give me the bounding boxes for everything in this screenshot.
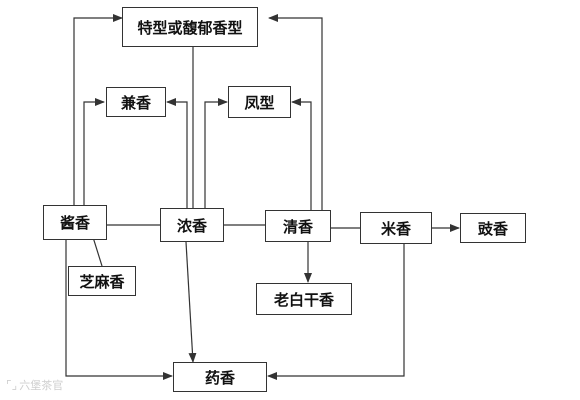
arrow-jiang-to-yao bbox=[65, 240, 173, 380]
arrow-qing-to-feng bbox=[291, 98, 312, 210]
arrow-nong-to-yao bbox=[185, 241, 197, 363]
arrow-qing-to-special bbox=[268, 14, 323, 210]
arrow-nong-to-feng bbox=[204, 98, 228, 208]
watermark: ⌜⌟ 六堡茶官 bbox=[6, 377, 63, 393]
arrow-nong-to-jian bbox=[166, 98, 188, 208]
node-jiang-xiang: 酱香 bbox=[43, 205, 107, 240]
arrow-mi-to-yao bbox=[267, 244, 405, 380]
arrow-jiang-to-special bbox=[73, 14, 123, 205]
node-qing-xiang: 清香 bbox=[265, 210, 331, 242]
node-chi-xiang: 豉香 bbox=[460, 213, 526, 243]
arrow-jiang-to-jian bbox=[83, 98, 105, 205]
watermark-text: 六堡茶官 bbox=[19, 379, 64, 392]
node-nong-xiang: 浓香 bbox=[160, 208, 224, 242]
node-jian-xiang: 兼香 bbox=[106, 87, 166, 117]
node-special-type: 特型或馥郁香型 bbox=[122, 7, 258, 47]
node-laobaigan-xiang: 老白干香 bbox=[256, 283, 352, 315]
node-mi-xiang: 米香 bbox=[360, 212, 432, 244]
node-zhima-xiang: 芝麻香 bbox=[68, 266, 136, 296]
picture-frame-icon: ⌜⌟ bbox=[6, 378, 18, 392]
node-yao-xiang: 药香 bbox=[173, 362, 267, 392]
node-feng-xing: 凤型 bbox=[228, 86, 291, 118]
